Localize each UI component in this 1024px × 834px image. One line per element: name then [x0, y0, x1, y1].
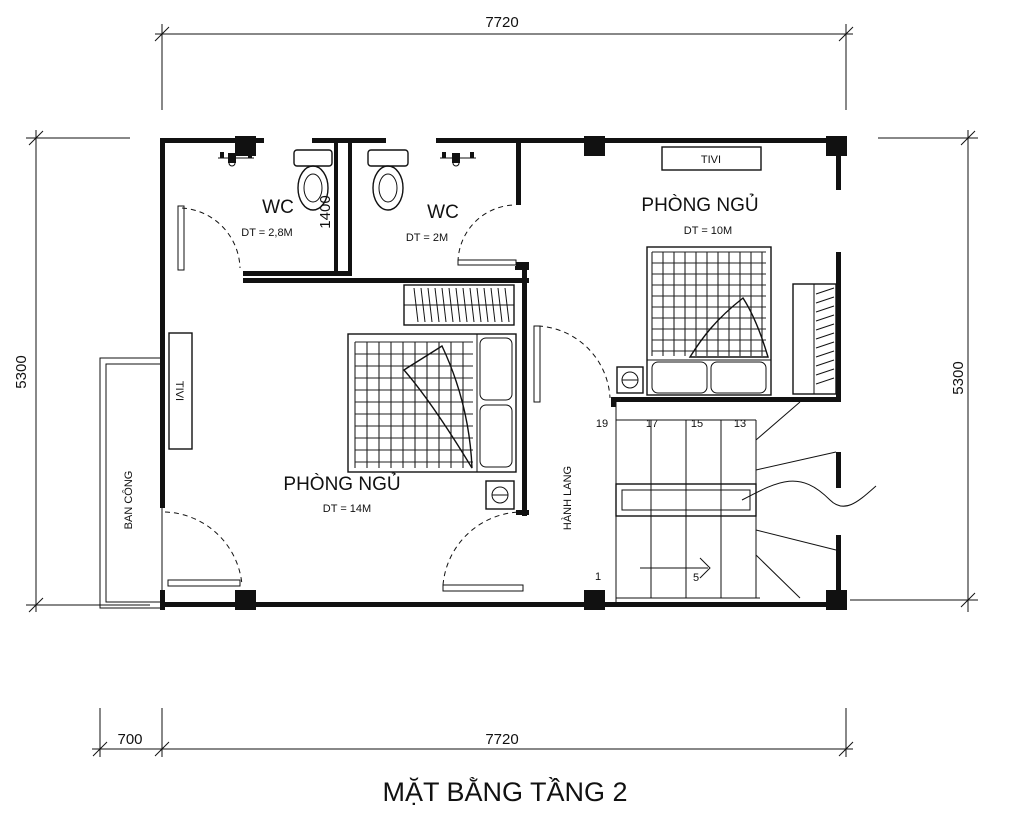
wardrobe [403, 284, 515, 326]
wc1-area: DT = 2,8M [241, 227, 292, 239]
tv-top-label: TIVI [701, 154, 721, 166]
air-conditioner-icon [485, 480, 515, 510]
balcony-width-dimension: 700 [117, 731, 142, 748]
bedroom-small-name: PHÒNG NGỦ [641, 194, 758, 216]
tv-unit [661, 146, 762, 171]
bed-pattern [354, 341, 473, 468]
stair-step-17: 17 [646, 418, 658, 430]
dimension-lines [26, 24, 978, 757]
balcony-label: BAN CÔNG [122, 471, 135, 530]
faucet-icon [218, 152, 254, 167]
bottom-width-dimension: 7720 [485, 731, 518, 748]
hanger-pattern [413, 287, 510, 323]
walls [160, 136, 847, 610]
stair-step-15: 15 [691, 418, 703, 430]
stair-step-5: 5 [693, 572, 699, 584]
double-bed [347, 333, 517, 473]
toilet-icon [293, 149, 333, 211]
top-width-dimension: 7720 [485, 14, 518, 31]
stair-step-19: 19 [596, 418, 608, 430]
toilet-icon [367, 149, 409, 211]
wc2-area: DT = 2M [406, 232, 448, 244]
wc-partition-dimension: 1400 [317, 195, 334, 228]
tv-left-label: TIVI [173, 381, 185, 401]
stair-step-1: 1 [595, 571, 601, 583]
hallway-label: HÀNH LANG [561, 466, 574, 530]
faucet-icon [440, 152, 476, 167]
hanger-pattern [815, 287, 835, 385]
bedroom-small-area: DT = 10M [684, 225, 732, 237]
wc2-name: WC [427, 202, 459, 223]
bedroom-large-area: DT = 14M [323, 503, 371, 515]
right-height-dimension: 5300 [950, 361, 967, 394]
staircase [615, 401, 877, 602]
plan-title: MẶT BẰNG TẦNG 2 [382, 776, 627, 807]
doors [164, 204, 611, 592]
wardrobe [792, 283, 837, 395]
double-bed [646, 246, 772, 396]
bed-pattern [651, 251, 766, 356]
bedroom-large-name: PHÒNG NGỦ [283, 473, 400, 495]
air-conditioner-icon [616, 366, 644, 394]
stair-step-13: 13 [734, 418, 746, 430]
tv-unit [168, 332, 193, 450]
wc1-name: WC [262, 197, 294, 218]
left-height-dimension: 5300 [13, 355, 30, 388]
